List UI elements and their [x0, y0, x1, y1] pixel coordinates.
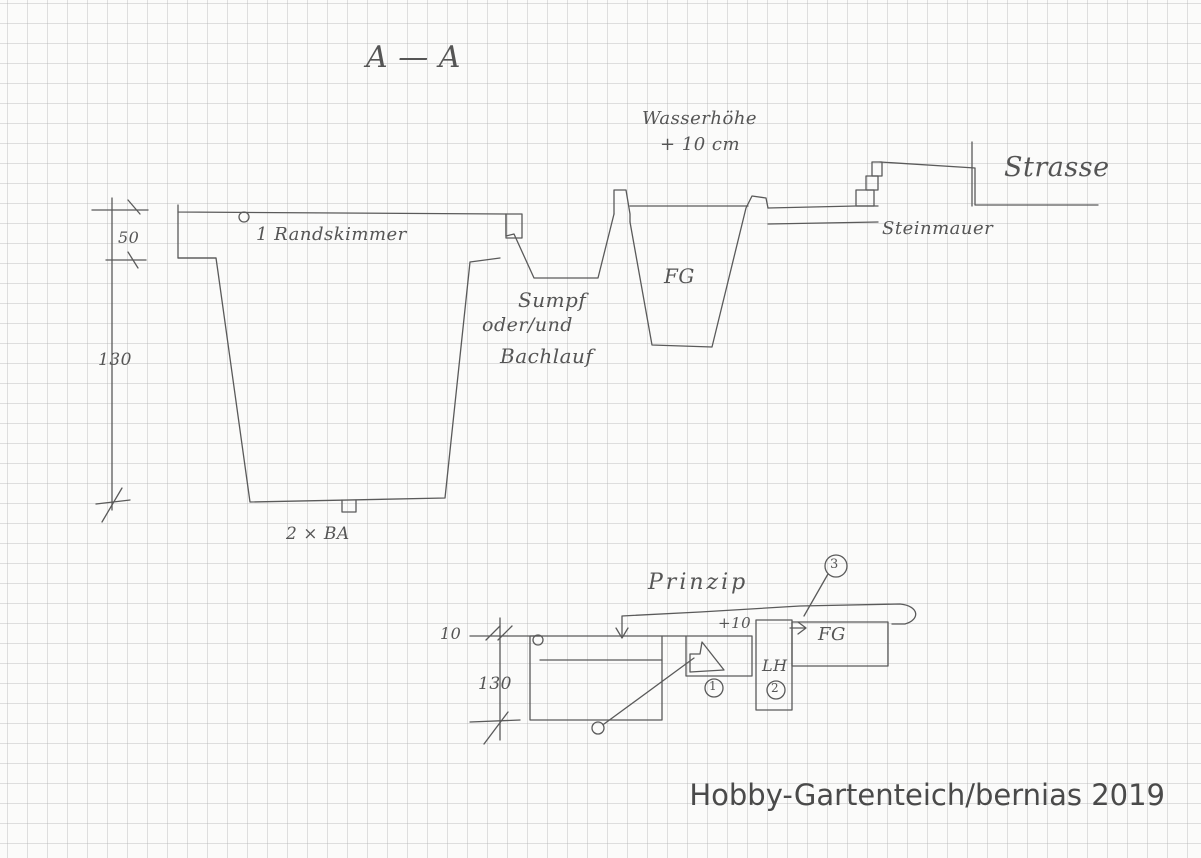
stone-wall-label: Steinmauer: [882, 218, 994, 239]
marker-1-label: 1: [709, 679, 718, 693]
principle-filter-element: [689, 641, 725, 673]
principle-filter-box: [661, 635, 753, 677]
bottom-drain: [341, 499, 357, 513]
principle-plus-10: +10: [718, 614, 752, 632]
filter-pit-basin: [629, 195, 769, 348]
bottom-drains-label: 2 × BA: [286, 524, 350, 544]
principle-fg-box: [791, 621, 889, 667]
dimension-label-top: 50: [118, 228, 140, 247]
water-surface-line: [177, 204, 507, 215]
section-title: A — A: [366, 40, 461, 75]
skimmer-label: 1 Randskimmer: [256, 224, 407, 245]
principle-tick-bottom-slash: [483, 711, 509, 745]
dimension-tick-bottom: [95, 499, 131, 505]
principle-tick-top-slash-1: [485, 625, 501, 641]
marker-3-label: 3: [830, 557, 839, 572]
principle-pipe-from-drain: [603, 657, 695, 725]
stone-wall-block-2: [865, 175, 879, 191]
principle-pond: [529, 635, 663, 721]
principle-drain: [591, 721, 605, 735]
marker-3-circle: [824, 554, 848, 578]
dimension-tick-mid-slash: [127, 251, 139, 269]
principle-skimmer: [532, 634, 544, 646]
principle-tick-bottom: [469, 719, 521, 723]
ground-line-lower: [767, 221, 879, 225]
dimension-tick-bottom-slash: [101, 487, 123, 523]
skimmer-circle: [238, 211, 250, 223]
credit-watermark: Hobby-Gartenteich/bernias 2019: [689, 778, 1165, 812]
principle-return-arrow: [615, 627, 629, 639]
sump-or-label: oder/und: [482, 314, 573, 336]
marker-1-circle: [704, 678, 724, 698]
principle-tick-top-slash-2: [497, 625, 513, 641]
marker-3-leader: [803, 573, 829, 617]
sump-label: Sumpf: [518, 288, 587, 312]
main-pond-basin: [177, 211, 501, 503]
water-level-plus-label: + 10 cm: [660, 134, 741, 155]
dimension-tick-top-slash: [127, 199, 141, 215]
stream-label: Bachlauf: [500, 344, 594, 368]
dimension-label-total: 130: [98, 350, 132, 370]
filter-pit-label: FG: [664, 264, 695, 288]
marker-2-label: 2: [771, 681, 780, 695]
principle-flow-arrow: [789, 621, 807, 635]
street-line: [879, 161, 1099, 206]
stone-wall-block-1: [855, 189, 875, 207]
principle-dimension-total: 130: [478, 674, 512, 694]
principle-return-loop: [621, 603, 917, 637]
partition-wall: [613, 189, 631, 223]
principle-title: Prinzip: [648, 570, 749, 595]
principle-fg-label: FG: [818, 624, 846, 645]
stone-wall-block-3: [871, 161, 883, 177]
sump-overflow-block: [505, 213, 523, 239]
principle-dimension-top: 10: [440, 624, 462, 643]
street-label: Strasse: [1004, 152, 1110, 183]
water-level-label: Wasserhöhe: [642, 108, 758, 129]
principle-pump-label: LH: [762, 656, 788, 675]
marker-2-circle: [766, 680, 786, 700]
